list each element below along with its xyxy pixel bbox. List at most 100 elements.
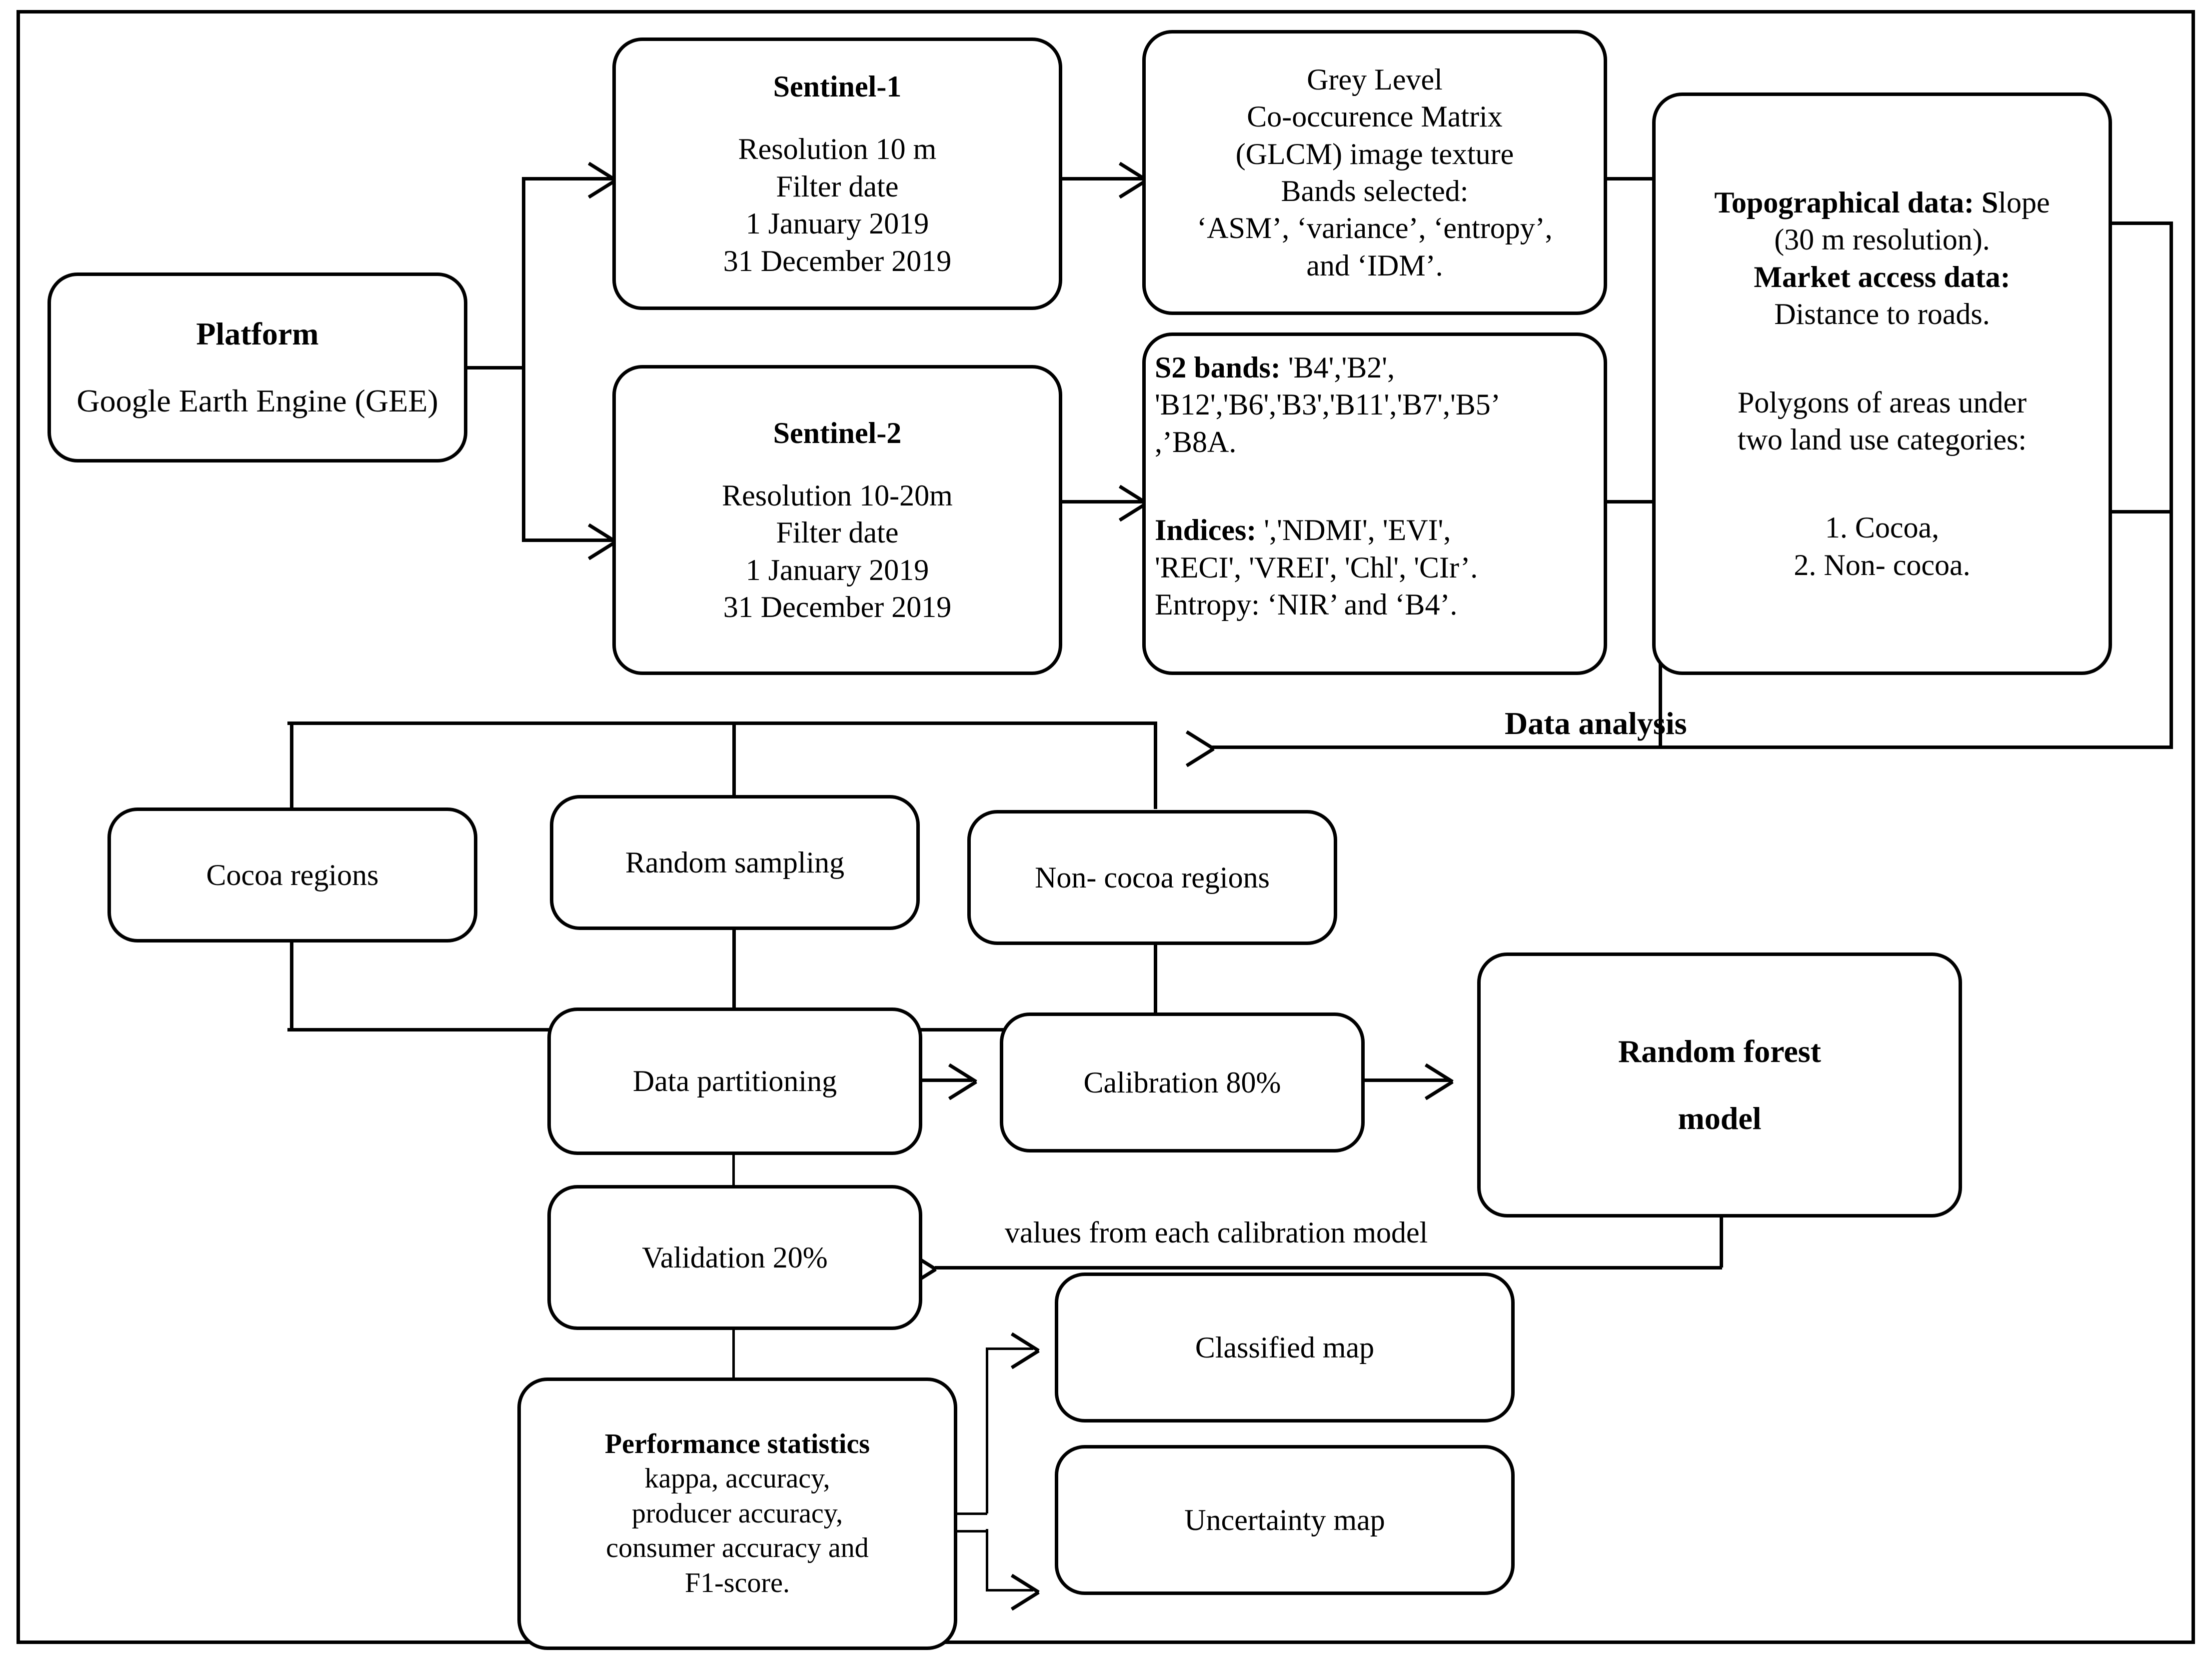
edge-platform-bus bbox=[522, 177, 525, 540]
node-landuse-item-1: 1. Cocoa, bbox=[1825, 511, 1940, 544]
edge-sampling-top-bus bbox=[287, 722, 1157, 725]
edge-platform-stub bbox=[467, 366, 523, 370]
node-non-cocoa-regions-label: Non- cocoa regions bbox=[1035, 860, 1270, 894]
node-non-cocoa-regions[interactable]: Non- cocoa regions bbox=[967, 810, 1337, 945]
edge-sampling-bot-left-rise bbox=[290, 942, 293, 1030]
node-random-sampling[interactable]: Random sampling bbox=[550, 795, 920, 930]
node-s2-indices-value-1: ','NDMI', 'EVI', bbox=[1256, 514, 1451, 547]
node-topo-label-tail: lope bbox=[1998, 186, 2050, 219]
node-glcm-line-2: (GLCM) image texture bbox=[1235, 137, 1514, 170]
node-topo-resolution: (30 m resolution). bbox=[1774, 223, 1990, 256]
node-validation-label: Validation 20% bbox=[642, 1240, 828, 1274]
node-sentinel-1[interactable]: Sentinel-1 Resolution 10 m Filter date 1… bbox=[612, 38, 1062, 310]
node-s2-indices-label: Indices: bbox=[1155, 514, 1257, 547]
edge-sampling-top-mid-drop bbox=[732, 722, 736, 809]
edge-validation-to-performance bbox=[732, 1330, 735, 1395]
node-s2-indices-line-0: Indices: ','NDMI', 'EVI', bbox=[1155, 512, 1451, 548]
node-data-partitioning-label: Data partitioning bbox=[632, 1064, 837, 1098]
node-performance-line-0: kappa, accuracy, bbox=[644, 1463, 830, 1494]
node-classified-map-label: Classified map bbox=[1195, 1330, 1375, 1364]
edge-to-uncertainty-map bbox=[986, 1589, 1033, 1592]
edge-label-calibration-feedback: values from each calibration model bbox=[1005, 1216, 1428, 1249]
node-platform-heading: Platform bbox=[196, 316, 319, 352]
node-s2-bands-label: S2 bands: bbox=[1155, 351, 1281, 384]
edge-sampling-bot-mid-rise bbox=[732, 930, 736, 1030]
diagram-outer-frame bbox=[16, 10, 2195, 1644]
node-validation[interactable]: Validation 20% bbox=[547, 1185, 922, 1330]
node-random-forest-model[interactable]: Random forest model bbox=[1477, 952, 1962, 1218]
node-performance-line-2: consumer accuracy and bbox=[606, 1532, 869, 1564]
node-glcm-line-3: Bands selected: bbox=[1281, 174, 1469, 208]
node-random-forest-line-0: Random forest bbox=[1618, 1034, 1821, 1070]
node-sentinel-2-line-3: 31 December 2019 bbox=[723, 590, 952, 624]
node-topo-label: Topographical data: S bbox=[1714, 186, 1999, 219]
node-sentinel-2-heading: Sentinel-2 bbox=[773, 416, 902, 450]
node-s2-bands-indices[interactable]: S2 bands: 'B4','B2', 'B12','B6','B3','B1… bbox=[1142, 332, 1607, 675]
node-sentinel-2-line-1: Filter date bbox=[776, 516, 899, 550]
node-performance-statistics[interactable]: Performance statistics kappa, accuracy, … bbox=[517, 1378, 957, 1650]
edge-platform-to-s1 bbox=[522, 177, 612, 180]
node-s2-bands-line-2: ,’B8A. bbox=[1155, 425, 1237, 458]
node-glcm-line-1: Co-occurence Matrix bbox=[1247, 100, 1503, 134]
node-calibration-label: Calibration 80% bbox=[1083, 1066, 1281, 1099]
node-ancillary-data[interactable]: Topographical data: Slope (30 m resoluti… bbox=[1652, 92, 2112, 675]
edge-performance-stub-lower bbox=[955, 1530, 987, 1532]
node-polygons-line-1: two land use categories: bbox=[1737, 422, 2027, 456]
edge-partition-to-calibration bbox=[922, 1078, 972, 1082]
node-cocoa-regions-label: Cocoa regions bbox=[206, 858, 379, 892]
edge-performance-stub-upper bbox=[955, 1512, 987, 1515]
node-sentinel-1-line-1: Filter date bbox=[776, 170, 899, 203]
node-glcm-line-4: ‘ASM’, ‘variance’, ‘entropy’, bbox=[1197, 212, 1553, 245]
node-classified-map[interactable]: Classified map bbox=[1055, 1272, 1515, 1422]
node-performance-heading: Performance statistics bbox=[604, 1428, 870, 1460]
node-cocoa-regions[interactable]: Cocoa regions bbox=[107, 808, 477, 942]
node-market-label: Market access data: bbox=[1754, 260, 2011, 294]
edge-platform-to-s2 bbox=[522, 538, 612, 542]
node-random-sampling-label: Random sampling bbox=[625, 846, 845, 879]
node-sentinel-1-heading: Sentinel-1 bbox=[773, 70, 902, 104]
edge-split-to-uncertainty bbox=[986, 1529, 988, 1590]
edge-sampling-bot-right-rise bbox=[1154, 945, 1157, 1030]
node-uncertainty-map[interactable]: Uncertainty map bbox=[1055, 1445, 1515, 1595]
node-platform[interactable]: Platform Google Earth Engine (GEE) bbox=[47, 272, 467, 462]
node-market-value: Distance to roads. bbox=[1774, 298, 1990, 331]
edge-ancillary-lower-stub bbox=[2107, 510, 2172, 514]
node-topo-heading: Topographical data: Slope bbox=[1714, 184, 2050, 221]
node-performance-line-3: F1-score. bbox=[685, 1567, 790, 1598]
node-platform-body: Google Earth Engine (GEE) bbox=[76, 383, 438, 419]
node-performance-line-1: producer accuracy, bbox=[631, 1498, 843, 1529]
edge-calibration-to-rf bbox=[1365, 1078, 1450, 1082]
node-sentinel-1-line-2: 1 January 2019 bbox=[745, 207, 929, 240]
edge-label-data-analysis: Data analysis bbox=[1505, 706, 1687, 741]
node-landuse-item-2: 2. Non- cocoa. bbox=[1794, 548, 1971, 582]
edge-to-classified-map bbox=[986, 1348, 1033, 1350]
node-calibration[interactable]: Calibration 80% bbox=[1000, 1012, 1365, 1152]
edge-sampling-top-right-drop bbox=[1154, 722, 1157, 809]
node-random-forest-line-1: model bbox=[1678, 1100, 1762, 1136]
node-s2-indices-line-1: 'RECI', 'VREI', 'Chl', 'CIr’. bbox=[1155, 550, 1478, 584]
edge-rf-down bbox=[1720, 1218, 1723, 1268]
node-uncertainty-map-label: Uncertainty map bbox=[1184, 1503, 1385, 1536]
node-sentinel-2-line-2: 1 January 2019 bbox=[745, 553, 929, 586]
edge-ancillary-upper-stub bbox=[2107, 222, 2172, 225]
node-s2-bands-line-1: 'B12','B6','B3','B11','B7','B5’ bbox=[1155, 388, 1501, 422]
edge-s1-to-glcm bbox=[1062, 177, 1145, 180]
edge-ancillary-right-bus bbox=[2170, 222, 2173, 748]
node-sentinel-1-line-0: Resolution 10 m bbox=[738, 132, 937, 166]
node-polygons-line-0: Polygons of areas under bbox=[1737, 386, 2027, 419]
edge-rf-to-validation bbox=[935, 1266, 1722, 1270]
edge-data-analysis-line bbox=[1212, 746, 2173, 749]
node-sentinel-1-line-3: 31 December 2019 bbox=[723, 244, 952, 278]
node-glcm-line-0: Grey Level bbox=[1307, 62, 1443, 96]
edge-glcm-right-stub bbox=[1606, 177, 1661, 180]
node-sentinel-2[interactable]: Sentinel-2 Resolution 10-20m Filter date… bbox=[612, 365, 1062, 675]
edge-s2bands-right-stub bbox=[1606, 500, 1661, 504]
node-s2-bands-value-1: 'B4','B2', bbox=[1280, 351, 1395, 384]
node-sentinel-2-line-0: Resolution 10-20m bbox=[722, 478, 953, 512]
edge-split-to-classified bbox=[986, 1348, 988, 1514]
node-data-partitioning[interactable]: Data partitioning bbox=[547, 1008, 922, 1155]
node-s2-bands-line-0: S2 bands: 'B4','B2', bbox=[1155, 349, 1395, 386]
node-glcm-texture[interactable]: Grey Level Co-occurence Matrix (GLCM) im… bbox=[1142, 30, 1607, 315]
edge-s2-to-bands bbox=[1062, 500, 1145, 504]
